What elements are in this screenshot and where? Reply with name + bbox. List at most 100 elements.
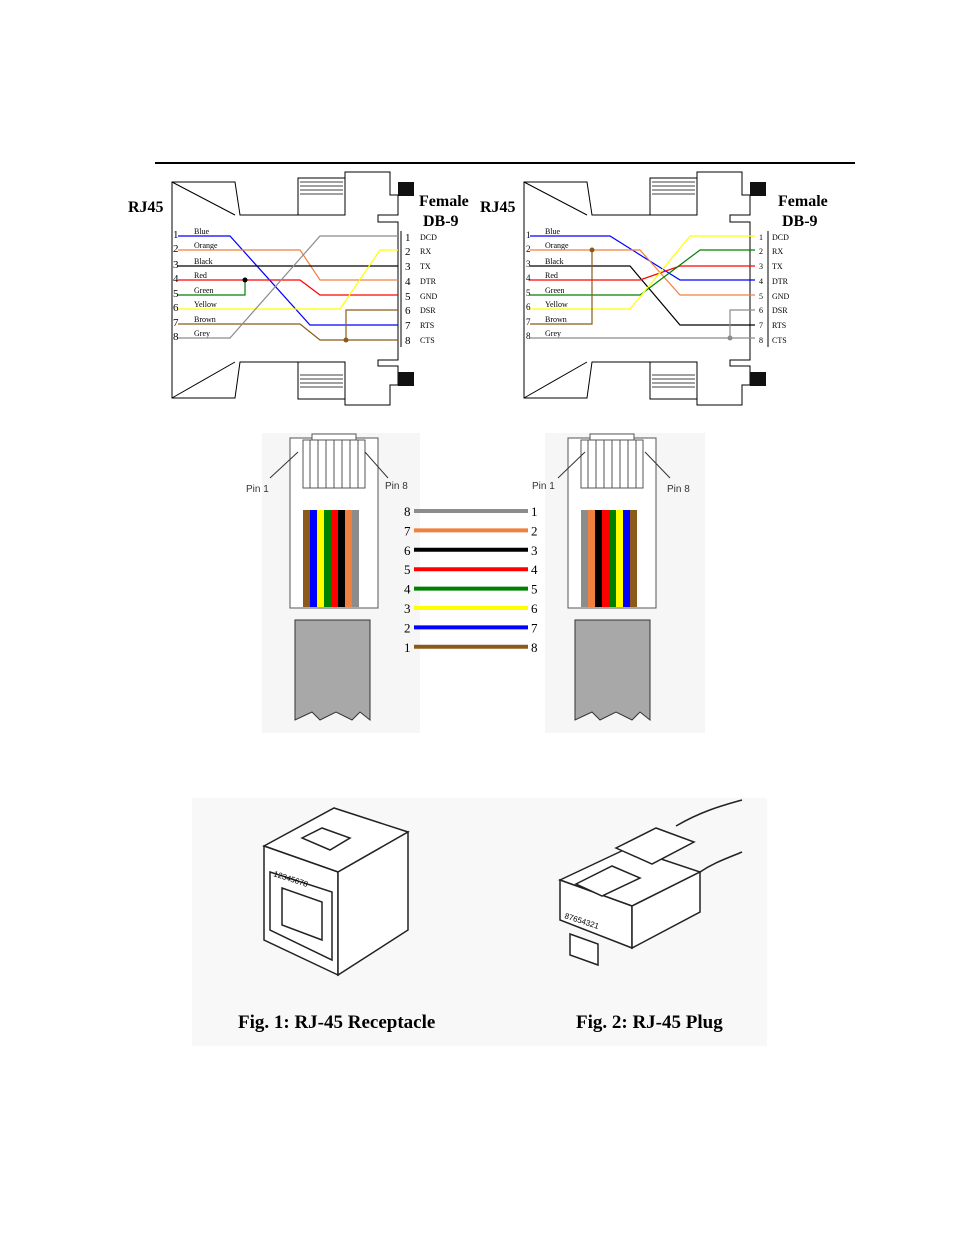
adapter-1-screw-bottom-icon	[398, 372, 414, 386]
crossover-right-pin: 6	[531, 601, 538, 616]
adapter-2-db-signal-name: RTS	[772, 321, 786, 330]
adapter-2-rj-pin-num: 1	[526, 230, 531, 240]
plug-right: Pin 1 Pin 8	[532, 433, 705, 733]
adapter-2-db-signal-name: TX	[772, 262, 783, 271]
adapter-1-rj-pin-num: 2	[173, 243, 179, 255]
adapter-1-db-signal-name: TX	[420, 262, 431, 271]
adapter-2-db-pin-num: 3	[759, 262, 763, 271]
adapter-2-db-signal-name: DCD	[772, 233, 789, 242]
adapter-2-rj-pin-num: 6	[526, 302, 531, 312]
adapter-1-female-label: Female	[419, 193, 469, 210]
adapter-2-rj-wire-name: Green	[545, 286, 565, 295]
adapter-2-db-pin-num: 7	[759, 321, 763, 330]
crossover-right-pin: 5	[531, 582, 538, 597]
adapter-2-db-pin-num: 8	[759, 336, 763, 345]
adapter-1-db-signal-name: DSR	[420, 306, 436, 315]
adapter-2-wires	[530, 235, 755, 339]
adapter-2-rj-pin-num: 7	[526, 317, 531, 327]
adapter-1-rj-wire-name: Grey	[194, 329, 210, 338]
adapter-2-rj-wire-name: Black	[545, 257, 564, 266]
crossover-left-pin: 2	[404, 620, 411, 635]
adapter-1-db-pin-num: 1	[405, 232, 411, 244]
adapter-1-rj-pin-num: 6	[173, 302, 179, 314]
adapter-2-screw-top-icon	[750, 182, 766, 196]
adapter-2-rj-pin-num: 5	[526, 288, 531, 298]
adapter-1-db-pin-num: 6	[405, 305, 411, 317]
adapter-1-rj-wire-name: Green	[194, 286, 214, 295]
adapter-1-screw-top-icon	[398, 182, 414, 196]
rj45-plug-illustration	[558, 799, 743, 967]
adapter-2-rj-pin-num: 3	[526, 259, 531, 269]
adapter-2-rj45-label: RJ45	[480, 199, 516, 216]
adapter-1-db-pin-num: 5	[405, 291, 411, 303]
adapter-2-female-label: Female	[778, 193, 828, 210]
adapter-1-rj-wire-name: Brown	[194, 315, 216, 324]
adapter-2-rj-wire-name: Blue	[545, 227, 561, 236]
crossover-right-pin: 7	[531, 620, 538, 635]
right-plug-pin8-label: Pin 8	[667, 484, 690, 495]
right-plug-pin1-label: Pin 1	[532, 481, 555, 492]
adapter-1-wires	[178, 235, 398, 341]
adapter-2-db-signal-name: CTS	[772, 336, 787, 345]
adapter-1-rj-pin-num: 7	[173, 317, 179, 329]
fig2-caption: Fig. 2: RJ-45 Plug	[576, 1012, 723, 1033]
fig1-caption: Fig. 1: RJ-45 Receptacle	[238, 1012, 435, 1033]
adapter-2-rj-wire-name: Orange	[545, 241, 569, 250]
adapter-1-db-signal-name: RTS	[420, 321, 434, 330]
adapter-2-rj-pin-num: 4	[526, 273, 531, 283]
adapter-2-db-signal-name: GND	[772, 292, 790, 301]
adapter-2-db-pin-num: 5	[759, 292, 763, 301]
adapter-1-rj-wire-name: Red	[194, 271, 207, 280]
adapter-2-rj-wire-name: Red	[545, 271, 558, 280]
adapter-1-db-signal-name: GND	[420, 292, 438, 301]
adapter-2-db-signal-name: DTR	[772, 277, 789, 286]
adapter-2-db-signal-name: RX	[772, 247, 783, 256]
crossover-right-pin: 8	[531, 640, 538, 655]
left-plug-pin8-label: Pin 8	[385, 481, 408, 492]
plug-left: Pin 1 Pin 8	[246, 433, 420, 733]
adapter-diagram-1: RJ45 Female DB-9 1 2 3 4 5 6 7 8 Blue Or…	[128, 171, 469, 406]
adapter-2-db-pin-num: 2	[759, 247, 763, 256]
adapter-1-db-pin-num: 8	[405, 335, 411, 347]
adapter-2-rj-wire-name: Yellow	[545, 300, 568, 309]
adapter-1-rj-wire-name: Black	[194, 257, 213, 266]
adapter-1-rj-pin-num: 4	[173, 273, 179, 285]
adapter-2-rj-pin-num: 2	[526, 244, 531, 254]
crossover-right-pin: 3	[531, 543, 538, 558]
adapter-1-db9-label: DB-9	[423, 213, 459, 230]
adapter-1-db-signal-name: DCD	[420, 233, 437, 242]
top-rule	[155, 162, 855, 164]
crossover-left-pin: 7	[404, 523, 411, 538]
adapter-2-db-signal-name: DSR	[772, 306, 788, 315]
figure-panel: 12345678 87654321 Fig. 1: RJ-45 Receptac…	[192, 798, 767, 1046]
adapter-1-db-signal-name: CTS	[420, 336, 435, 345]
adapter-1-rj45-label: RJ45	[128, 199, 164, 216]
crossover-left-pin: 4	[404, 582, 411, 597]
adapter-diagram-2: RJ45 Female DB-9 1 2 3 4 5 6 7 8 Blue Or…	[480, 171, 828, 406]
adapter-1-rj-pin-num: 1	[173, 229, 179, 241]
adapter-1-rj-pin-num: 5	[173, 288, 179, 300]
crossover-left-pin: 5	[404, 562, 411, 577]
adapter-2-rj-wire-name: Brown	[545, 315, 567, 324]
adapter-1-db-pin-num: 3	[405, 261, 411, 273]
adapter-2-db-pin-num: 1	[759, 233, 763, 242]
adapter-1-db-pin-num: 4	[405, 276, 411, 288]
rj45-receptacle-illustration	[262, 807, 410, 977]
crossover-right-pin: 4	[531, 562, 538, 577]
right-plug-wires	[581, 510, 637, 607]
adapter-1-rj-wire-name: Yellow	[194, 300, 217, 309]
adapter-1-rj-wire-name: Blue	[194, 227, 210, 236]
crossover-right-pin: 1	[531, 504, 538, 519]
adapter-1-rj-wire-name: Orange	[194, 241, 218, 250]
adapter-2-screw-bottom-icon	[750, 372, 766, 386]
crossover-left-pin: 1	[404, 640, 411, 655]
adapter-2-db9-label: DB-9	[782, 213, 818, 230]
adapter-2-db-pin-num: 4	[759, 277, 763, 286]
adapter-1-db-signal-name: RX	[420, 247, 431, 256]
adapter-1-db-pin-num: 2	[405, 246, 411, 258]
crossover-left-pin: 3	[404, 601, 411, 616]
adapter-1-rj-pin-num: 3	[173, 259, 179, 271]
crossover-left-pin: 6	[404, 543, 411, 558]
